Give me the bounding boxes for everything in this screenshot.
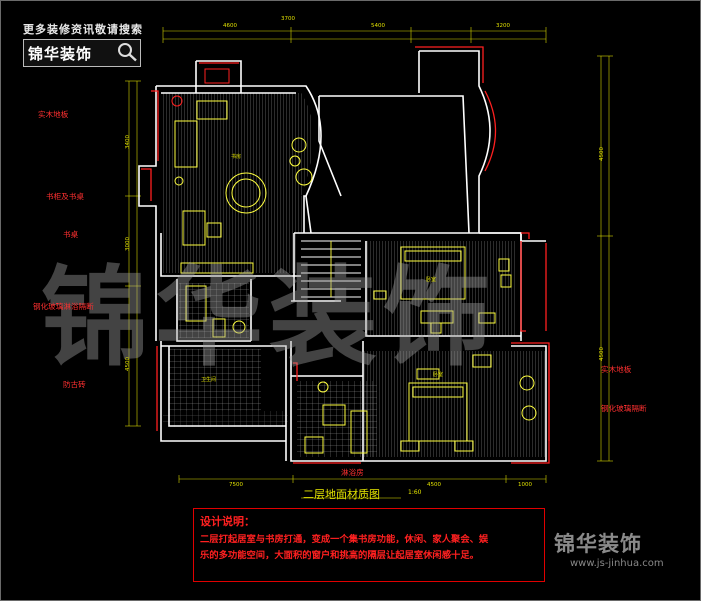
brand-slogan: 更多装修资讯敬请搜索 [23, 23, 143, 36]
window-outlines [141, 46, 550, 464]
notes-heading: 设计说明： [200, 515, 255, 528]
dim-right-0: 4500 [599, 147, 605, 161]
search-icon [118, 43, 137, 62]
dim-right-1: 4500 [599, 347, 605, 361]
room-label-0: 书房 [231, 154, 242, 160]
bottom-label: 淋浴房 [341, 468, 364, 477]
plan-title: 二层地面材质图 [303, 488, 380, 501]
floor-fills [161, 93, 545, 457]
plan-scale: 1:60 [408, 489, 422, 496]
watermark-text: 锦华装饰 [41, 256, 498, 381]
brand-name: 锦华装饰 [28, 45, 93, 63]
left-label-2: 书桌 [63, 230, 79, 239]
dim-left-2: 4500 [125, 357, 131, 371]
brand-name-bottom: 锦华装饰 [554, 532, 642, 556]
left-label-1: 书柜及书桌 [46, 192, 84, 201]
dim-left-0: 3400 [125, 135, 131, 149]
left-label-3: 钢化玻璃淋浴隔断 [33, 302, 94, 311]
dim-bottom-0: 7500 [229, 482, 243, 488]
furniture [171, 68, 537, 454]
dim-left-1: 3000 [125, 237, 131, 251]
left-label-4: 防古砖 [63, 380, 86, 389]
dim-top-0: 4600 [223, 23, 237, 29]
dim-top-1: 3700 [281, 16, 295, 22]
brand-website: www.js-jinhua.com [570, 558, 664, 569]
dim-top-2: 5400 [371, 23, 385, 29]
room-label-2: 卧室 [426, 277, 437, 283]
notes-line-2: 乐的多功能空间，大面积的窗户和挑高的隔层让起居室休闲感十足。 [200, 550, 479, 561]
dim-bottom-1: 4500 [427, 482, 441, 488]
dimension-lines [125, 27, 613, 499]
right-label-1: 钢化玻璃隔断 [601, 404, 647, 413]
right-label-0: 实木地板 [601, 365, 632, 374]
notes-line-1: 二层打起居室与书房打通，变成一个集书房功能，休闲、家人聚会、娱 [200, 534, 489, 545]
design-notes-box: 设计说明： 二层打起居室与书房打通，变成一个集书房功能，休闲、家人聚会、娱 乐的… [193, 508, 545, 582]
dim-bottom-2: 1000 [518, 482, 532, 488]
staircase [301, 240, 361, 298]
left-label-0: 实木地板 [38, 110, 69, 119]
room-label-3: 卧室 [433, 372, 444, 378]
brand-logo-box: 锦华装饰 [23, 39, 141, 67]
dim-top-3: 3200 [496, 23, 510, 29]
room-label-1: 卫生间 [201, 377, 217, 383]
